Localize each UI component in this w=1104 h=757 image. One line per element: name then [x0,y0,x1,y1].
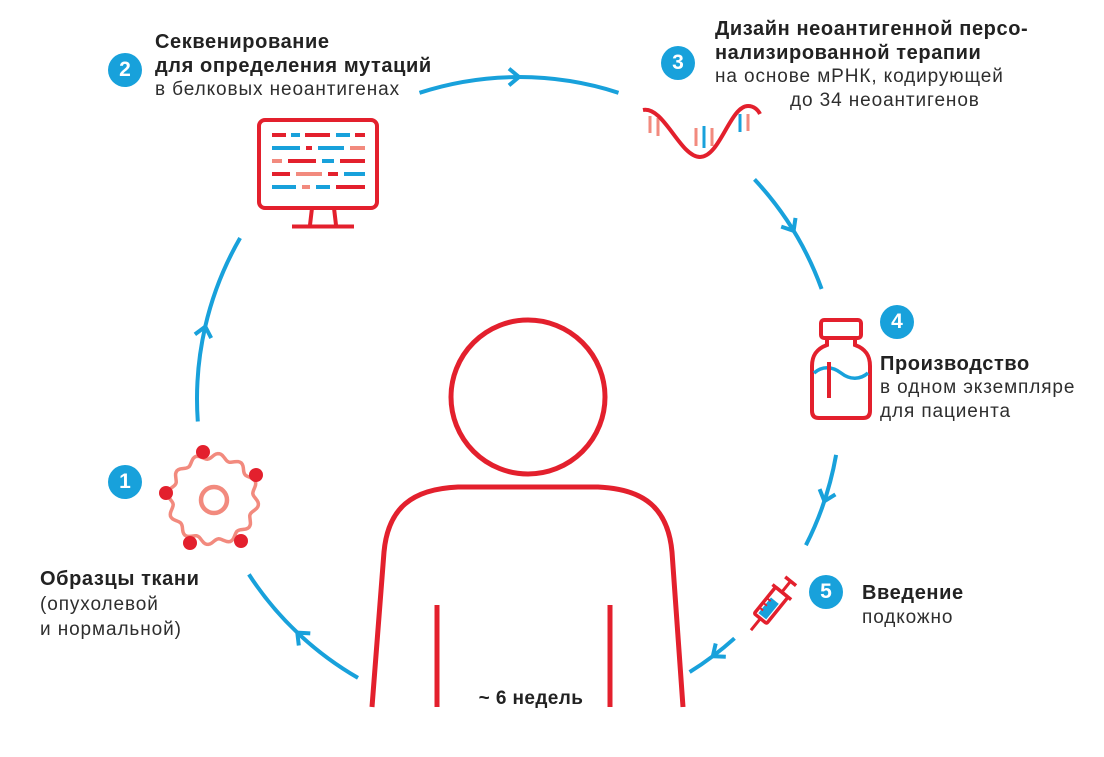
chevron-arrow-icon [507,67,523,87]
step-4-text: Производство в одном экземпляре для паци… [880,352,1075,424]
chevron-arrow-icon [193,323,213,340]
person-shoulders [369,484,686,708]
monitor-stand [292,207,354,229]
mutation-dot [249,468,263,482]
cycle-arc [804,454,839,547]
syringe-scale-marks [758,597,772,612]
chevron-arrow-icon [710,643,726,659]
cycle-arc [247,573,360,680]
syringe-flange [771,583,793,602]
cell-membrane [165,451,261,547]
chevron-arrow-icon [295,630,311,646]
step-2-text: Секвенирование для определения мутаций в… [155,30,432,102]
mrna-wave [642,103,762,160]
duration-label: ~ 6 недель [478,688,584,709]
step-5-text: Введение подкожно [862,580,964,630]
monitor-sequencing-icon [257,118,379,229]
syringe-icon [749,575,798,632]
mutation-dot [196,445,210,459]
syringe-needle [749,617,762,632]
step-3-text: Дизайн неоантигенной персо- нализированн… [715,17,1028,113]
step-3-title-line: нализированной терапии [715,42,982,64]
mutation-dot [183,536,197,550]
step-1-text: Образцы ткани (опухолевой и нормальной) [40,567,199,642]
step-5-number-badge: 5 [809,575,843,609]
step-3-title-line: Дизайн неоантигенной персо- [715,18,1029,40]
step-2-title-line: для определения мутаций [155,55,432,77]
vial-body [810,338,872,420]
step-4-title: Производство [880,353,1030,375]
vial-liquid-level [812,366,870,380]
person-head [448,317,608,477]
chevron-arrow-icon [780,217,798,234]
step-3-number-badge: 3 [661,46,695,80]
step-1-description-line: и нормальной) [40,619,182,640]
step-1-description-line: (опухолевой [40,594,159,615]
step-4-description-line: в одном экземпляре [880,377,1076,398]
cell-nucleus [198,484,230,516]
step-1-title: Образцы ткани [40,568,200,590]
step-3-description-line: до 34 неоантигенов [790,90,980,111]
vial-icon [810,318,872,420]
person-icon [369,317,686,708]
step-3-description-line: на основе мРНК, кодирующей [715,66,1004,87]
sequence-lines [272,133,365,189]
syringe-plunger-rod [780,580,792,594]
step-5-title: Введение [862,582,964,604]
step-1-number-badge: 1 [108,465,142,499]
step-2-title-line: Секвенирование [155,31,330,53]
mutation-dot [234,534,248,548]
cycle-ring [193,67,839,680]
step-2-number-badge: 2 [108,53,142,87]
step-4-number-badge: 4 [880,305,914,339]
syringe-liquid [758,597,779,620]
chevron-arrow-icon [817,488,837,505]
vial-cap [819,318,863,340]
syringe-plunger-thumb [784,575,798,588]
mrna-strand-icon [642,103,762,160]
step-2-description-line: в белковых неоантигенах [155,79,401,100]
cycle-arc [753,178,824,290]
mutation-dot [159,486,173,500]
monitor-screen [257,118,379,210]
step-5-description-line: подкожно [862,607,954,628]
tissue-cell-icon [159,445,263,550]
step-4-description-line: для пациента [880,401,1012,422]
